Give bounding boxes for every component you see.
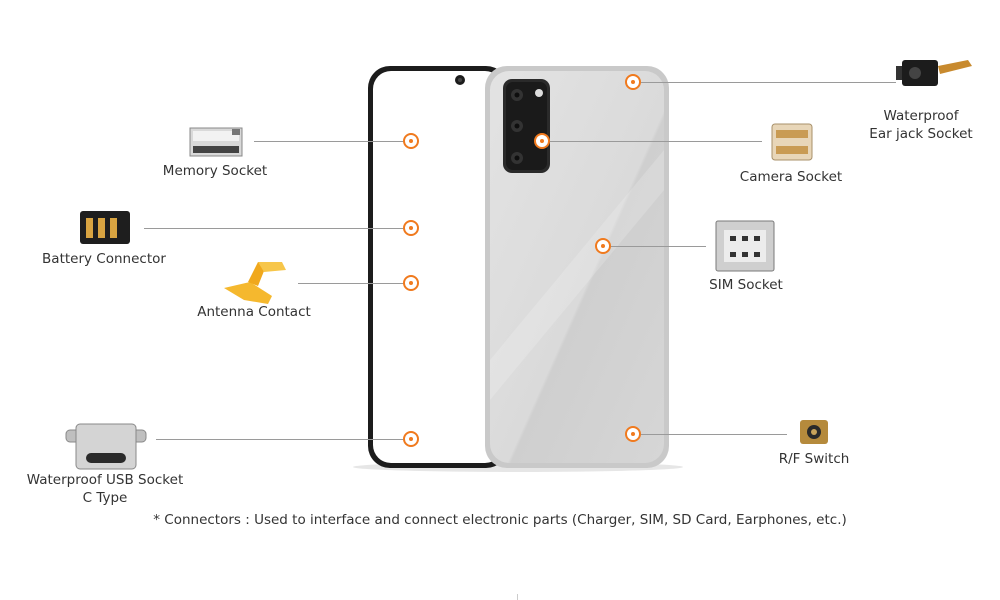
label-usb-socket-line-2: C Type — [82, 490, 128, 506]
label-rf-switch: R/F Switch — [778, 451, 850, 467]
leader-camera-socket — [550, 141, 762, 142]
leader-ear-jack-socket — [641, 82, 896, 83]
sim-socket-icon — [715, 220, 775, 272]
marker-memory-socket — [403, 133, 419, 149]
label-ear-jack-socket-line-2: Ear jack Socket — [869, 126, 973, 142]
label-ear-jack-socket: Waterproof Ear jack Socket — [851, 107, 991, 143]
phone-front — [368, 66, 508, 468]
marker-sim-socket — [595, 238, 611, 254]
phone-back — [485, 66, 669, 468]
label-battery-connector: Battery Connector — [42, 251, 166, 267]
label-ear-jack-socket-line-1: Waterproof — [883, 108, 959, 124]
camera-socket-icon — [771, 123, 813, 161]
leader-memory-socket — [254, 141, 404, 142]
divider-tick — [517, 594, 518, 600]
leader-usb-socket — [156, 439, 404, 440]
ear-jack-socket-icon — [896, 60, 972, 86]
marker-antenna-contact — [403, 275, 419, 291]
rf-switch-icon — [800, 420, 828, 444]
marker-usb-socket — [403, 431, 419, 447]
label-sim-socket: SIM Socket — [709, 277, 783, 293]
marker-battery-connector — [403, 220, 419, 236]
antenna-contact-icon — [224, 262, 286, 304]
marker-rf-switch — [625, 426, 641, 442]
marker-camera-socket — [534, 133, 550, 149]
marker-ear-jack-socket — [625, 74, 641, 90]
flash-icon — [535, 89, 543, 97]
usb-c-socket-icon — [65, 423, 147, 470]
label-usb-socket-line-1: Waterproof USB Socket — [26, 472, 184, 488]
leader-battery-connector — [144, 228, 404, 229]
label-camera-socket: Camera Socket — [739, 169, 843, 185]
label-antenna-contact: Antenna Contact — [197, 304, 311, 320]
footnote: * Connectors : Used to interface and con… — [153, 512, 847, 528]
label-usb-socket: Waterproof USB Socket C Type — [14, 471, 196, 507]
leader-rf-switch — [641, 434, 787, 435]
leader-antenna-contact — [298, 283, 404, 284]
battery-connector-icon — [80, 211, 130, 244]
leader-sim-socket — [611, 246, 706, 247]
memory-socket-icon — [189, 127, 243, 157]
label-memory-socket: Memory Socket — [162, 163, 268, 179]
